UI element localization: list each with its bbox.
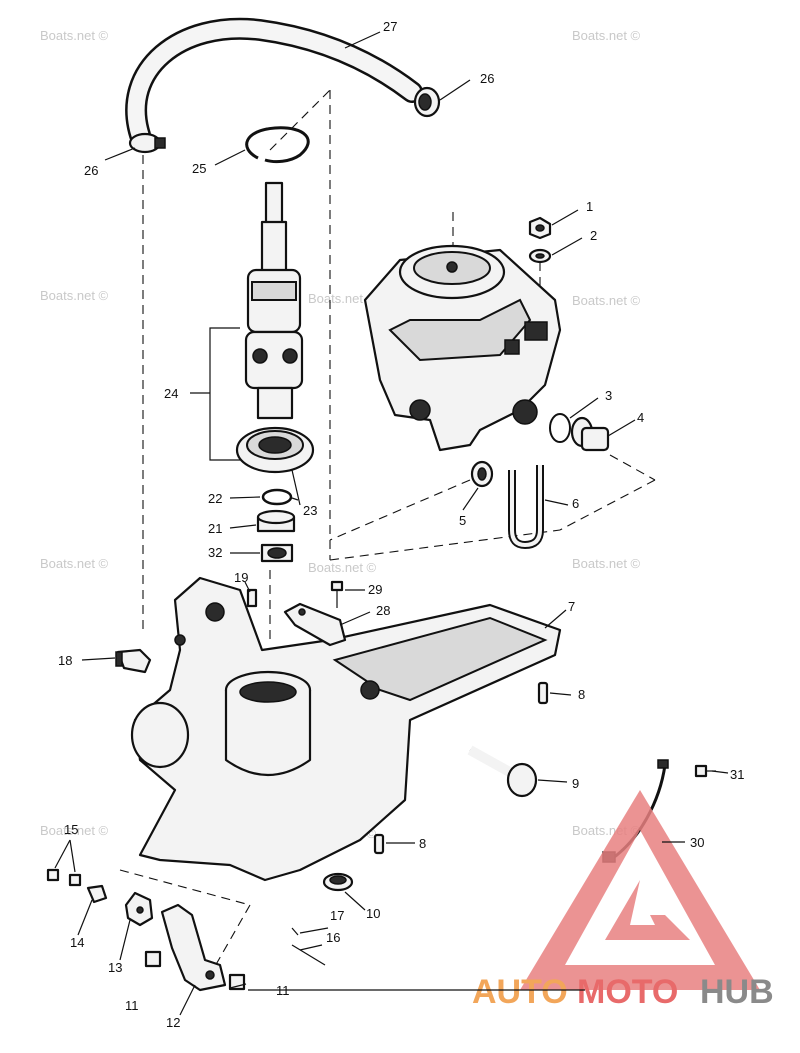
logo-text-hub: HUB xyxy=(700,973,774,1011)
swivel-housing xyxy=(363,244,562,452)
callout-31: 31 xyxy=(730,767,744,782)
hose-clamp xyxy=(128,86,441,154)
leader-lines xyxy=(54,31,729,1016)
callout-2: 2 xyxy=(590,228,597,243)
watermark: Boats.net © xyxy=(40,288,109,303)
callout-26: 26 xyxy=(480,71,494,86)
bushing xyxy=(256,509,296,533)
logo-text-moto: MOTO xyxy=(577,973,678,1011)
fitting xyxy=(246,588,258,608)
automotohub-logo: AUTO MOTO HUB xyxy=(472,790,774,1011)
watermark: Boats.net © xyxy=(308,560,377,575)
callout-12: 12 xyxy=(166,1015,180,1030)
callout-7: 7 xyxy=(568,599,575,614)
elbow xyxy=(86,884,108,904)
washer xyxy=(528,248,552,264)
screw xyxy=(330,580,344,608)
callout-14: 14 xyxy=(70,935,84,950)
watermark: Boats.net © xyxy=(40,28,109,43)
callout-18: 18 xyxy=(58,653,72,668)
bracket xyxy=(283,602,347,647)
watermark: Boats.net © xyxy=(40,556,109,571)
callouts: 27 26 26 25 1 2 24 3 4 22 23 6 5 21 32 1… xyxy=(58,19,744,1030)
callout-9: 9 xyxy=(572,776,579,791)
callout-21: 21 xyxy=(208,521,222,536)
callout-25: 25 xyxy=(192,161,206,176)
seal xyxy=(260,543,294,563)
dowel-pin xyxy=(373,833,385,855)
washer-5 xyxy=(470,460,494,488)
elbow-fitting xyxy=(115,648,152,674)
bushing-11 xyxy=(144,950,162,968)
callout-8: 8 xyxy=(578,687,585,702)
callout-6: 6 xyxy=(572,496,579,511)
gimbal-housing xyxy=(130,576,562,882)
u-bolt xyxy=(508,465,544,550)
watermark: Boats.net © xyxy=(572,293,641,308)
callout-11: 11 xyxy=(276,983,290,998)
callout-4: 4 xyxy=(637,410,644,425)
callout-24: 24 xyxy=(164,386,178,401)
logo-text-auto: AUTO xyxy=(472,973,568,1011)
callout-23: 23 xyxy=(303,503,317,518)
bracket-13 xyxy=(124,891,154,927)
callout-19: 19 xyxy=(234,570,248,585)
callout-22: 22 xyxy=(208,491,222,506)
o-ring xyxy=(261,488,293,506)
washer-3 xyxy=(549,413,571,443)
watermark: Boats.net © xyxy=(572,28,641,43)
logo-triangle-icon xyxy=(520,790,760,990)
callout-32: 32 xyxy=(208,545,222,560)
watermark: Boats.net © xyxy=(572,556,641,571)
callout-27: 27 xyxy=(383,19,397,34)
callout-5: 5 xyxy=(459,513,466,528)
callout-1: 1 xyxy=(586,199,593,214)
retaining-ring xyxy=(245,126,310,164)
callout-30: 30 xyxy=(690,835,704,850)
dowel-pin xyxy=(537,681,549,705)
callout-17: 17 xyxy=(330,908,344,923)
callout-29: 29 xyxy=(368,582,382,597)
watermark: Boats.net © xyxy=(308,291,377,306)
callout-3: 3 xyxy=(605,388,612,403)
bolt xyxy=(46,868,82,887)
nut xyxy=(528,216,552,240)
watermark: Boats.net © xyxy=(40,823,109,838)
callout-16: 16 xyxy=(326,930,340,945)
callout-26: 26 xyxy=(84,163,98,178)
drive-shaft-u-joint xyxy=(244,181,304,420)
callout-8: 8 xyxy=(419,836,426,851)
bearing xyxy=(235,426,315,474)
callout-13: 13 xyxy=(108,960,122,975)
shift-lever xyxy=(160,903,227,992)
callout-10: 10 xyxy=(366,906,380,921)
callout-11: 11 xyxy=(125,998,139,1013)
pivot-pin xyxy=(570,416,610,452)
bushing-10 xyxy=(322,872,354,892)
callout-28: 28 xyxy=(376,603,390,618)
pin-16-17 xyxy=(291,927,326,966)
trim-pin xyxy=(467,745,538,798)
assembly-lines xyxy=(119,89,656,976)
callout-15: 15 xyxy=(64,822,78,837)
